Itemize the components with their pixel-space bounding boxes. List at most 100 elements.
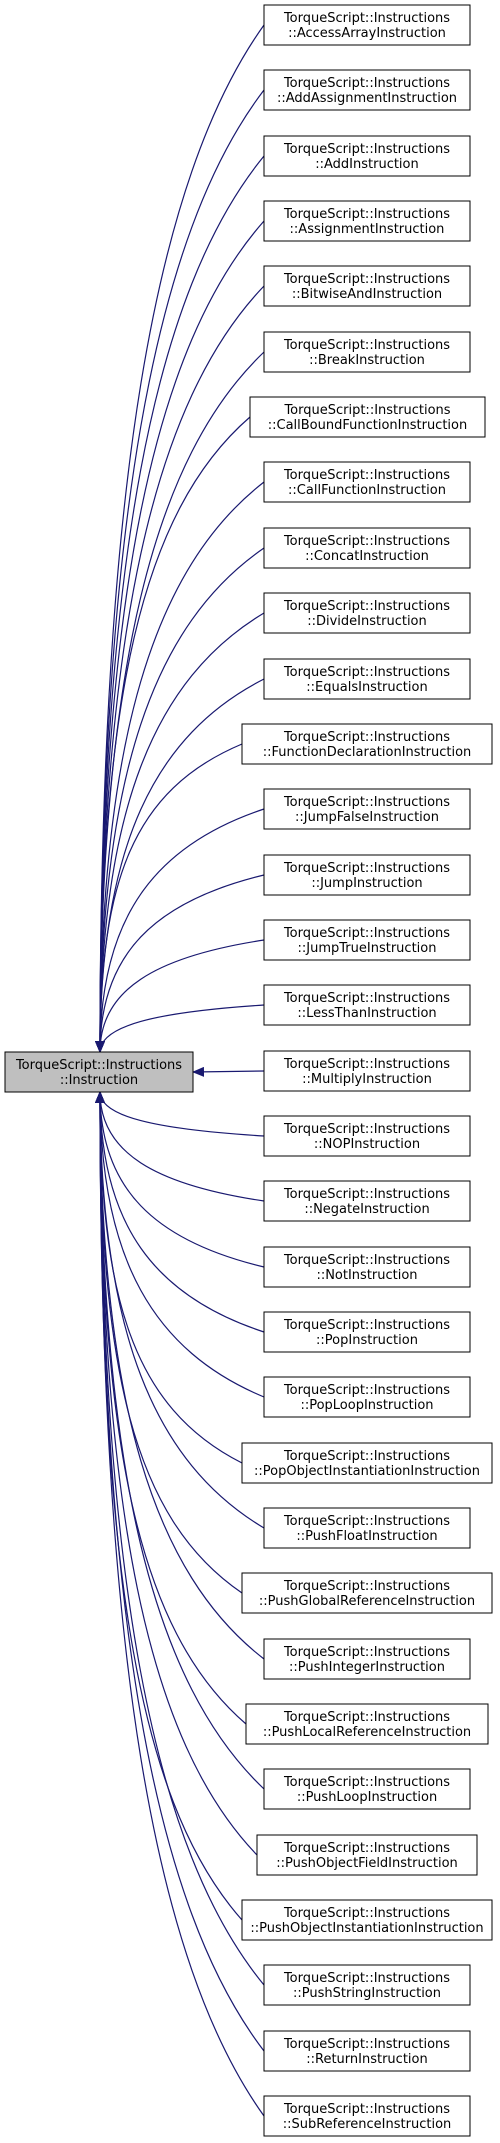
inheritance-edge-jump-true-instruction [95, 939, 265, 1053]
derived-class-node-bitwise-and-instruction[interactable]: TorqueScript::Instructions::BitwiseAndIn… [263, 265, 471, 307]
derived-class-label-line1: TorqueScript::Instructions [283, 1579, 450, 1594]
derived-class-label-line1: TorqueScript::Instructions [283, 1449, 450, 1464]
derived-class-node-pop-loop-instruction[interactable]: TorqueScript::Instructions::PopLoopInstr… [263, 1376, 471, 1418]
derived-class-box [263, 4, 471, 46]
derived-class-node-not-instruction[interactable]: TorqueScript::Instructions::NotInstructi… [263, 1246, 471, 1288]
derived-class-node-push-integer-instruction[interactable]: TorqueScript::Instructions::PushIntegerI… [263, 1638, 471, 1680]
derived-class-box [263, 658, 471, 700]
derived-class-box [241, 1899, 493, 1941]
derived-class-label-line2: ::PushLoopInstruction [297, 1790, 437, 1805]
derived-class-box [263, 69, 471, 111]
derived-class-box [263, 527, 471, 569]
inheritance-edge-jump-instruction [95, 874, 265, 1053]
derived-class-node-push-object-instantiation-instruction[interactable]: TorqueScript::Instructions::PushObjectIn… [241, 1899, 493, 1941]
derived-class-node-push-float-instruction[interactable]: TorqueScript::Instructions::PushFloatIns… [263, 1507, 471, 1549]
derived-class-node-jump-instruction[interactable]: TorqueScript::Instructions::JumpInstruct… [263, 854, 471, 896]
derived-class-node-less-than-instruction[interactable]: TorqueScript::Instructions::LessThanInst… [263, 984, 471, 1026]
derived-class-label-line2: ::FunctionDeclarationInstruction [263, 745, 472, 760]
derived-class-box [263, 461, 471, 503]
derived-class-label-line2: ::PushFloatInstruction [296, 1529, 437, 1544]
derived-class-label-line1: TorqueScript::Instructions [283, 468, 450, 483]
derived-class-label-line1: TorqueScript::Instructions [283, 795, 450, 810]
inheritance-edge-nopinstruction [95, 1091, 265, 1137]
derived-class-label-line1: TorqueScript::Instructions [283, 1057, 450, 1072]
derived-class-label-line2: ::AddAssignmentInstruction [277, 91, 457, 106]
derived-class-node-divide-instruction[interactable]: TorqueScript::Instructions::DivideInstru… [263, 592, 471, 634]
derived-class-label-line2: ::MultiplyInstruction [302, 1072, 432, 1087]
derived-class-label-line2: ::PushObjectFieldInstruction [276, 1856, 458, 1871]
derived-class-node-push-global-reference-instruction[interactable]: TorqueScript::Instructions::PushGlobalRe… [241, 1572, 493, 1614]
derived-class-label-line2: ::JumpInstruction [311, 876, 422, 891]
derived-class-label-line1: TorqueScript::Instructions [283, 2102, 450, 2117]
inheritance-edge-function-declaration-instruction [95, 743, 243, 1053]
derived-class-label-line2: ::NotInstruction [316, 1268, 417, 1283]
derived-class-label-line1: TorqueScript::Instructions [283, 861, 450, 876]
inheritance-edge-concat-instruction [95, 547, 265, 1053]
derived-class-node-sub-reference-instruction[interactable]: TorqueScript::Instructions::SubReference… [263, 2095, 471, 2137]
derived-class-node-return-instruction[interactable]: TorqueScript::Instructions::ReturnInstru… [263, 2030, 471, 2072]
derived-class-node-call-bound-function-instruction[interactable]: TorqueScript::Instructions::CallBoundFun… [249, 396, 486, 438]
inheritance-edge-push-string-instruction [95, 1091, 265, 1986]
derived-class-label-line1: TorqueScript::Instructions [283, 403, 450, 418]
derived-class-node-add-instruction[interactable]: TorqueScript::Instructions::AddInstructi… [263, 135, 471, 177]
derived-class-node-multiply-instruction[interactable]: TorqueScript::Instructions::MultiplyInst… [263, 1050, 471, 1092]
derived-class-box [263, 1050, 471, 1092]
inheritance-edge-push-float-instruction [95, 1091, 265, 1529]
derived-class-label-line1: TorqueScript::Instructions [283, 1645, 450, 1660]
derived-class-node-push-loop-instruction[interactable]: TorqueScript::Instructions::PushLoopInst… [263, 1768, 471, 1810]
derived-class-label-line1: TorqueScript::Instructions [283, 665, 450, 680]
derived-class-label-line2: ::PushGlobalReferenceInstruction [259, 1594, 475, 1609]
inheritance-edge-call-bound-function-instruction [95, 416, 251, 1053]
derived-class-box [263, 1376, 471, 1418]
derived-class-label-line2: ::PushLocalReferenceInstruction [263, 1725, 471, 1740]
derived-class-label-line2: ::DivideInstruction [307, 614, 427, 629]
derived-class-node-push-local-reference-instruction[interactable]: TorqueScript::Instructions::PushLocalRef… [245, 1703, 489, 1745]
inheritance-edge-jump-false-instruction [95, 808, 265, 1053]
base-class-label-line2: ::Instruction [60, 1073, 138, 1088]
derived-class-node-equals-instruction[interactable]: TorqueScript::Instructions::EqualsInstru… [263, 658, 471, 700]
derived-class-node-negate-instruction[interactable]: TorqueScript::Instructions::NegateInstru… [263, 1180, 471, 1222]
derived-class-node-concat-instruction[interactable]: TorqueScript::Instructions::ConcatInstru… [263, 527, 471, 569]
derived-class-label-line1: TorqueScript::Instructions [283, 2037, 450, 2052]
derived-class-node-pop-instruction[interactable]: TorqueScript::Instructions::PopInstructi… [263, 1311, 471, 1353]
derived-class-label-line1: TorqueScript::Instructions [283, 1122, 450, 1137]
inheritance-edge-bitwise-and-instruction [95, 285, 265, 1053]
derived-class-label-line2: ::NegateInstruction [304, 1202, 429, 1217]
derived-class-label-line2: ::BreakInstruction [309, 353, 425, 368]
derived-class-box [263, 200, 471, 242]
derived-class-label-line2: ::CallFunctionInstruction [288, 483, 446, 498]
derived-class-node-access-array-instruction[interactable]: TorqueScript::Instructions::AccessArrayI… [263, 4, 471, 46]
inheritance-edge-negate-instruction [95, 1091, 265, 1202]
derived-class-node-pop-object-instantiation-instruction[interactable]: TorqueScript::Instructions::PopObjectIns… [241, 1442, 493, 1484]
derived-class-box [263, 984, 471, 1026]
derived-class-label-line1: TorqueScript::Instructions [283, 1253, 450, 1268]
derived-class-label-line2: ::PushIntegerInstruction [289, 1660, 445, 1675]
nodes-group: TorqueScript::Instructions ::Instruction… [4, 4, 493, 2137]
derived-class-label-line1: TorqueScript::Instructions [283, 1841, 450, 1856]
derived-class-box [263, 331, 471, 373]
derived-class-node-break-instruction[interactable]: TorqueScript::Instructions::BreakInstruc… [263, 331, 471, 373]
inheritance-edge-push-global-reference-instruction [95, 1091, 243, 1594]
derived-class-node-push-string-instruction[interactable]: TorqueScript::Instructions::PushStringIn… [263, 1964, 471, 2006]
derived-class-label-line2: ::JumpFalseInstruction [295, 810, 439, 825]
derived-class-node-add-assignment-instruction[interactable]: TorqueScript::Instructions::AddAssignmen… [263, 69, 471, 111]
inheritance-edge-push-integer-instruction [95, 1091, 265, 1660]
derived-class-node-call-function-instruction[interactable]: TorqueScript::Instructions::CallFunction… [263, 461, 471, 503]
derived-class-node-function-declaration-instruction[interactable]: TorqueScript::Instructions::FunctionDecl… [241, 723, 493, 765]
derived-class-node-push-object-field-instruction[interactable]: TorqueScript::Instructions::PushObjectFi… [256, 1834, 478, 1876]
inheritance-edge-divide-instruction [95, 612, 265, 1053]
derived-class-box [263, 1311, 471, 1353]
base-class-node-instruction[interactable]: TorqueScript::Instructions ::Instruction [4, 1051, 194, 1093]
derived-class-box [263, 2095, 471, 2137]
inheritance-edge-push-loop-instruction [95, 1091, 265, 1790]
derived-class-node-jump-false-instruction[interactable]: TorqueScript::Instructions::JumpFalseIns… [263, 788, 471, 830]
derived-class-node-jump-true-instruction[interactable]: TorqueScript::Instructions::JumpTrueInst… [263, 919, 471, 961]
derived-class-label-line1: TorqueScript::Instructions [283, 11, 450, 26]
derived-class-node-assignment-instruction[interactable]: TorqueScript::Instructions::AssignmentIn… [263, 200, 471, 242]
derived-class-label-line1: TorqueScript::Instructions [283, 1383, 450, 1398]
derived-class-label-line2: ::ReturnInstruction [306, 2052, 427, 2067]
derived-class-box [263, 135, 471, 177]
inheritance-edge-push-local-reference-instruction [95, 1091, 247, 1725]
derived-class-node-nopinstruction[interactable]: TorqueScript::Instructions::NOPInstructi… [263, 1115, 471, 1157]
